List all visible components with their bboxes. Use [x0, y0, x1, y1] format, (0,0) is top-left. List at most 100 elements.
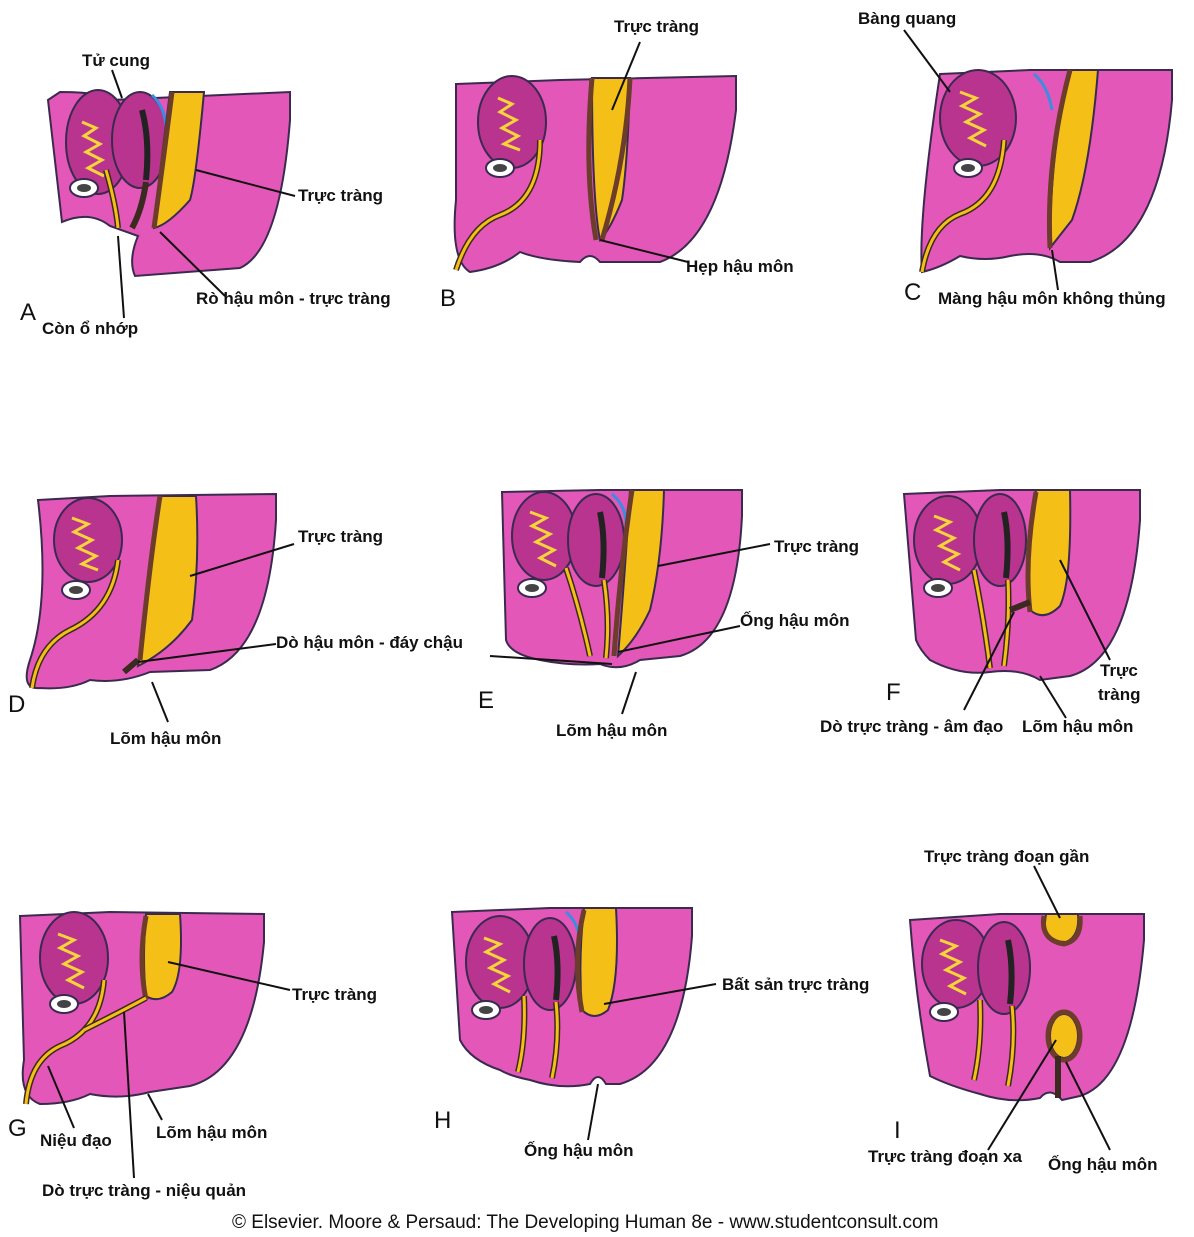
panel-a-label-uterus: Tử cung [82, 51, 150, 70]
panel-c-urethra-inner [920, 139, 1006, 273]
panel-b-rectum-wall-r [599, 77, 633, 241]
panel-a-leader-cloaca [117, 235, 125, 319]
panel-a-bone-core [77, 184, 91, 192]
panel-b-label-rectum: Trực tràng [614, 17, 699, 36]
panel-c-label-bladder: Bàng quang [858, 9, 956, 28]
panel-e-urethra-inner [564, 567, 592, 657]
panel-f-label-fistula: Dò trực tràng - âm đạo [820, 717, 1003, 736]
panel-a-uterus-cavity [139, 109, 151, 181]
panel-i-label-canal: Ống hậu môn [1048, 1154, 1158, 1174]
panel-f-leader-rectum [1059, 559, 1111, 661]
panel-h-uterus-cavity [551, 935, 561, 1001]
panel-b-label-stenosis: Hẹp hậu môn [686, 257, 794, 276]
panel-h-urethra-inner [516, 995, 526, 1073]
panel-d-urethra-inner [30, 559, 120, 689]
panel-a-letter: A [20, 299, 36, 326]
panel-a-urethra-inner [104, 169, 120, 229]
panel-c: Bàng quang Màng hậu môn không thủng C [858, 9, 1173, 308]
panel-e-label-canal: Ống hậu môn [740, 610, 850, 630]
panel-f-uterus-cavity [1001, 511, 1011, 579]
panel-g-urethra-inner [24, 979, 106, 1105]
panel-h-bladder-mucosa [482, 936, 512, 994]
panel-h-rectum [579, 907, 618, 1017]
panel-e-label-rectum: Trực tràng [774, 537, 859, 556]
panel-g-label-rectum: Trực tràng [292, 985, 377, 1004]
panel-h-rectum-wall [574, 909, 587, 1013]
panel-f-label-rectum-1: Trực [1100, 661, 1138, 680]
panel-b-urethra-inner [454, 139, 542, 271]
panel-d-label-pit: Lõm hậu môn [110, 729, 221, 748]
panel-c-letter: C [904, 279, 921, 306]
panel-h-letter: H [434, 1107, 451, 1134]
panel-h-vagina-inner [550, 1001, 559, 1079]
panel-c-leader-bladder [903, 29, 951, 93]
panel-b-leader-rectum [611, 41, 641, 111]
panel-c-mucosa-line [1032, 72, 1054, 111]
panel-i-bone-core [937, 1008, 951, 1016]
panel-d-bone-core [69, 586, 83, 594]
copyright-text: © Elsevier. Moore & Persaud: The Develop… [232, 1212, 938, 1233]
panel-e-leader-pit [621, 671, 637, 715]
panel-e-letter: E [478, 687, 494, 714]
panel-i-bladder-mucosa [938, 938, 968, 996]
panel-i-label-distal: Trực tràng đoạn xa [868, 1147, 1023, 1166]
panel-d-leader-pit [151, 681, 169, 723]
panel-f-uterus [973, 493, 1027, 587]
panel-e-rectum-wall [611, 489, 635, 657]
panel-g: Trực tràng Niệu đạo Lõm hậu môn Dò trực … [8, 910, 377, 1200]
panel-a-leader-rectum [195, 169, 296, 197]
panel-h-label-agenesis: Bất sản trực tràng [722, 975, 869, 994]
panel-g-leader-pit [147, 1093, 163, 1121]
panel-a: Tử cung Trực tràng Rò hậu môn - trực trà… [20, 51, 391, 338]
panel-d-letter: D [8, 691, 25, 718]
panel-f-label-pit: Lõm hậu môn [1022, 717, 1133, 736]
panel-f-bladder-mucosa [932, 514, 962, 572]
panel-i-leader-canal [1065, 1061, 1111, 1151]
panel-i-letter: I [894, 1117, 901, 1144]
panel-d-label-fistula: Dò hậu môn - đáy chậu [276, 633, 463, 652]
panel-b: Trực tràng Hẹp hậu môn B [440, 17, 794, 312]
panel-h-leader-canal [587, 1083, 599, 1141]
panel-f-letter: F [886, 679, 901, 706]
panel-e-bone-core [525, 584, 539, 592]
panel-f-leader-fistula [963, 611, 1015, 711]
panel-f-fistula-tract [1008, 599, 1032, 613]
panel-h-uterus [523, 917, 577, 1011]
panel-h: Bất sản trực tràng Ống hậu môn H [434, 907, 869, 1160]
panel-d-leader-rectum [189, 543, 295, 577]
panel-d-bladder-mucosa [70, 516, 100, 572]
panel-i-urethra-inner [972, 999, 982, 1081]
panel-a-leader-uterus [111, 69, 123, 99]
panel-f-urethra-inner [972, 569, 992, 669]
panel-a-label-cloaca: Còn ổ nhớp [42, 319, 138, 338]
panel-a-bladder-mucosa [81, 120, 106, 178]
panel-g-fistula-tract-inner [83, 996, 147, 1032]
panel-e-leader-fistula [489, 655, 613, 665]
panel-c-rectum-wall [1046, 69, 1073, 249]
panel-g-leader-rectum [167, 961, 291, 991]
panel-e-vagina-inner [602, 579, 610, 659]
panel-i-rectum-distal-wall [1045, 1009, 1083, 1063]
panel-e-uterus-cavity [597, 511, 607, 579]
panel-g-rectum [143, 913, 182, 1001]
panel-b-rectum-wall-l [586, 77, 599, 241]
panel-a-rectum-wall [151, 91, 175, 229]
panel-i-leader-distal [987, 1039, 1057, 1151]
panel-i-uterus-cavity [1005, 939, 1015, 1005]
panel-i-vagina-inner [1006, 1005, 1015, 1087]
panel-f-label-rectum-2: tràng [1098, 685, 1141, 704]
panel-e: Trực tràng Ống hậu môn Lõm hậu môn E [478, 489, 859, 740]
panel-d-leader-fistula [137, 643, 277, 663]
panel-d-fistula-tract [122, 657, 140, 675]
panel-d-rectum-wall [137, 495, 163, 661]
panel-d-label-rectum: Trực tràng [298, 527, 383, 546]
panel-i-uterus [977, 921, 1031, 1015]
panel-g-rectum-wall [139, 915, 149, 1001]
panel-h-leader-agenesis [603, 983, 717, 1005]
panel-b-bone-core [493, 164, 507, 172]
panel-c-leader-membrane [1051, 249, 1059, 291]
panel-e-uterus [567, 493, 625, 587]
panel-g-label-pit: Lõm hậu môn [156, 1123, 267, 1142]
panel-g-bladder-mucosa [56, 932, 86, 990]
